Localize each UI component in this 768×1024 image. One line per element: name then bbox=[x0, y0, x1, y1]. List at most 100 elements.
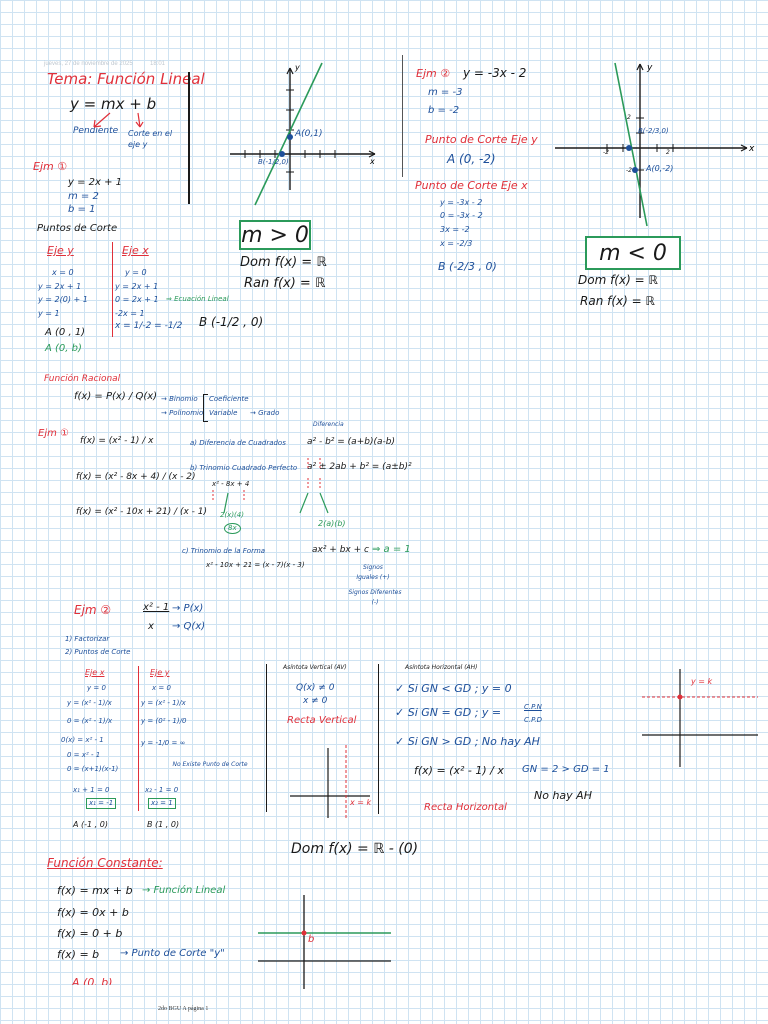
polinomio-label: → Polinomio bbox=[161, 409, 204, 417]
corte-label: Corte en el eje y bbox=[128, 129, 173, 150]
rational-ejm2-label: Ejm ② bbox=[74, 603, 112, 617]
ey-step-0: x = 0 bbox=[52, 268, 74, 277]
graph1-point-B-label: B(-1/2,0) bbox=[258, 158, 289, 166]
trinomial-example: x² - 10x + 21 = (x - 7)(x - 3) bbox=[206, 561, 305, 569]
constant-line-1: f(x) = mx + b bbox=[57, 884, 133, 897]
ejm2-x-step-0: y = 0 bbox=[87, 684, 106, 692]
pendiente-label: Pendiente bbox=[73, 126, 119, 136]
ey-step-1: y = 2x + 1 bbox=[38, 282, 82, 291]
y-equals-k: y = k bbox=[691, 677, 713, 686]
horizontal-asymptote-graph bbox=[642, 669, 758, 767]
asv-condition-1: Q(x) ≠ 0 bbox=[296, 683, 335, 693]
signos-diferentes: Signos Diferentes (-) bbox=[348, 589, 402, 606]
divider-line bbox=[188, 72, 190, 204]
corte-eje-y-heading: Punto de Corte Eje y bbox=[425, 133, 538, 146]
eight-x: 8x bbox=[224, 523, 241, 534]
constant-function-graph bbox=[258, 895, 391, 989]
asv-condition-2: x ≠ 0 bbox=[303, 696, 328, 706]
slope-positive-box: m > 0 bbox=[239, 220, 311, 250]
two-a-b: 2(a)(b) bbox=[318, 519, 346, 528]
ejm2-x-step-2: 0 = (x² - 1)/x bbox=[67, 717, 113, 725]
example1-intercept: b = 1 bbox=[68, 204, 96, 215]
ah-rule-1: ✓ Si GN < GD ; y = 0 bbox=[395, 682, 512, 695]
domain-1: Dom f(x) = ℝ bbox=[240, 255, 327, 270]
example2-step-2: 3x = -2 bbox=[440, 225, 470, 234]
header-date: jueves, 27 de noviembre de 2025 bbox=[44, 61, 133, 67]
ah-rule-3: ✓ Si GN > GD ; No hay AH bbox=[395, 735, 540, 748]
point-A-general: A (0, b) bbox=[45, 343, 82, 354]
puntos-corte-heading: Puntos de Corte bbox=[37, 223, 118, 234]
domain-2: Dom f(x) = ℝ bbox=[578, 273, 658, 287]
eje-y-heading: Eje y bbox=[47, 244, 74, 257]
graph2-tick-y-neg: -2 bbox=[626, 167, 632, 174]
ejm2-label: Ejm ② bbox=[416, 67, 451, 80]
ejm2-eje-x: Eje x bbox=[85, 668, 105, 677]
header-time: 18:01 bbox=[150, 61, 166, 67]
arrows-pendiente-corte bbox=[93, 112, 144, 128]
tcp-formula: a² ± 2ab + b² = (a±b)² bbox=[307, 462, 412, 472]
step-factorizar: 1) Factorizar bbox=[65, 635, 110, 643]
page-footer: 2do BGU A página 1 bbox=[158, 1006, 209, 1012]
section-title-rational: Función Racional bbox=[44, 374, 121, 384]
rational-example-1: f(x) = (x² - 1) / x bbox=[80, 436, 154, 446]
linear-graph-negative: y x bbox=[555, 62, 755, 227]
graph1-point-A-label: A(0,1) bbox=[295, 129, 323, 139]
eje-divider bbox=[112, 242, 113, 337]
ecuacion-lineal-note: ⇒ Ecuación Lineal bbox=[166, 295, 229, 303]
x2-sol: x₂ = 1 bbox=[148, 798, 176, 809]
ejm2-x-step-5: 0 = (x+1)(x-1) bbox=[67, 765, 119, 773]
x-solution: x = 1/-2 = -1/2 bbox=[115, 321, 183, 331]
constant-line-1-note: → Función Lineal bbox=[142, 885, 226, 896]
factor-case-c: c) Trinomio de la Forma bbox=[182, 547, 266, 555]
section-title-constant: Función Constante: bbox=[47, 856, 163, 870]
no-hay-ah: No hay AH bbox=[534, 789, 592, 802]
example2-slope: m = -3 bbox=[428, 87, 463, 98]
eje-x-heading: Eje x bbox=[122, 244, 149, 257]
graph2-tick-y-pos: 2 bbox=[627, 114, 631, 121]
point-A: A (0 , 1) bbox=[45, 327, 86, 338]
example2-point-B: B (-2/3 , 0) bbox=[438, 260, 497, 273]
constant-line-4-note: → Punto de Corte "y" bbox=[120, 948, 225, 959]
factor-case-a: a) Diferencia de Cuadrados bbox=[190, 439, 286, 447]
rational-ejm1-label: Ejm ① bbox=[38, 428, 69, 439]
difference-formula: a² - b² = (a+b)(a-b) bbox=[307, 437, 395, 447]
recta-vertical-label: Recta Vertical bbox=[287, 715, 357, 726]
constant-line-2: f(x) = 0x + b bbox=[57, 906, 129, 919]
linear-graph-positive: y x bbox=[230, 62, 376, 206]
ejm2-numerator: x² - 1 bbox=[143, 602, 170, 613]
example2-equation: y = -3x - 2 bbox=[463, 66, 527, 80]
ejm2-y-step-1: y = (x² - 1)/x bbox=[141, 699, 186, 707]
signos-iguales: Signos Iguales (+) bbox=[356, 564, 390, 581]
svg-text:y: y bbox=[646, 63, 653, 73]
ejm1-label: Ejm ① bbox=[33, 160, 68, 173]
step-puntos-corte: 2) Puntos de Corte bbox=[65, 648, 131, 656]
example2-step-0: y = -3x - 2 bbox=[440, 198, 483, 207]
ah-rule-2-numerator: C.P.N bbox=[524, 703, 542, 711]
asintota-horizontal-heading: Asíntota Horizontal (AH) bbox=[405, 664, 478, 671]
binomio-label: → Binomio bbox=[161, 395, 198, 403]
asymptote-divider-left bbox=[266, 664, 267, 812]
grado-label: → Grado bbox=[250, 409, 280, 417]
corte-eje-x-heading: Punto de Corte Eje x bbox=[415, 179, 528, 192]
slope-negative-box: m < 0 bbox=[585, 236, 681, 270]
asymptote-divider-right bbox=[378, 664, 379, 814]
example2-intercept: b = -2 bbox=[428, 105, 460, 116]
ah-example-f: f(x) = (x² - 1) / x bbox=[414, 764, 504, 777]
two-x-four: 2(x)(4) bbox=[220, 511, 244, 519]
ejm2-y-step-0: x = 0 bbox=[152, 684, 171, 692]
range-2: Ran f(x) = ℝ bbox=[580, 294, 655, 308]
variable-label: Variable bbox=[209, 409, 238, 417]
linear-equation: y = mx + b bbox=[70, 95, 157, 113]
column-divider bbox=[402, 55, 403, 177]
rational-example-3: f(x) = (x² - 10x + 21) / (x - 1) bbox=[76, 507, 207, 517]
bracket bbox=[203, 394, 208, 422]
ejm2-x-step-1: y = (x² - 1)/x bbox=[67, 699, 112, 707]
example2-point-A: A (0, -2) bbox=[447, 152, 496, 166]
ejm2-y-step-2: y = (0² - 1)/0 bbox=[141, 717, 187, 725]
coeficiente-label: Coeficiente bbox=[209, 395, 249, 403]
rational-domain: Dom f(x) = ℝ - (0) bbox=[291, 841, 419, 857]
ah-rule-2-denominator: C.P.D bbox=[524, 716, 542, 724]
range-1: Ran f(x) = ℝ bbox=[244, 276, 326, 291]
tcp-arrows bbox=[212, 458, 329, 514]
svg-text:x: x bbox=[748, 144, 755, 154]
